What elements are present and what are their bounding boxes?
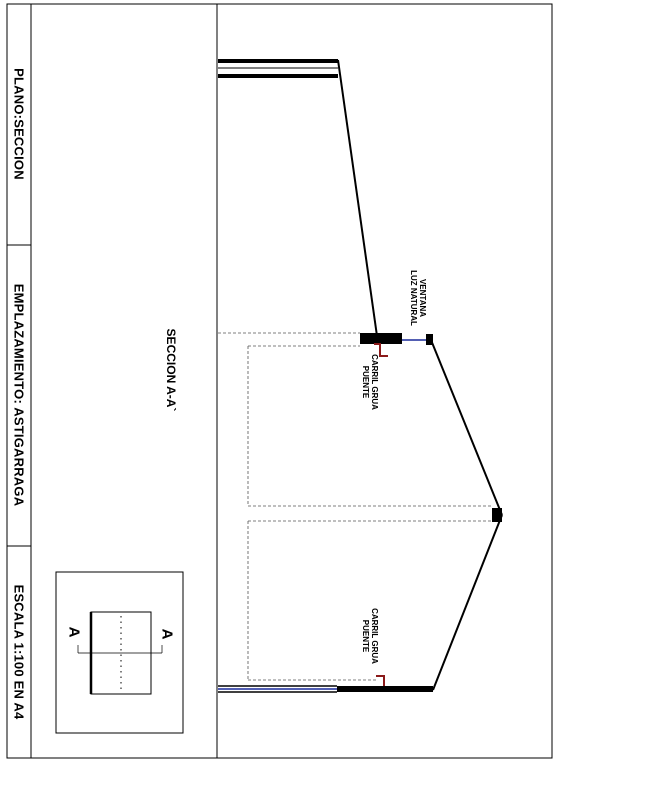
carril-bottom-line-2: PUENTE (361, 619, 370, 653)
carril-grua-top-label: CARRIL GRUA PUENTE (361, 354, 379, 410)
hidden-lines (218, 332, 492, 681)
carril-grua-bottom-label: CARRIL GRUA PUENTE (361, 608, 379, 664)
key-plan-marker-bottom: A (65, 626, 83, 638)
upper-wall-slope (337, 59, 378, 337)
plano-label: PLANO:SECCION (11, 68, 27, 180)
sheet-border (6, 3, 553, 759)
bottom-column-block (337, 686, 433, 692)
ventana-line-1: VENTANA (418, 278, 427, 318)
key-plan-frame (55, 571, 184, 734)
ventana-label: VENTANA LUZ NATURAL (409, 270, 427, 326)
window-post (426, 334, 433, 345)
top-column-block (360, 333, 402, 344)
carril-bottom-line-1: CARRIL GRUA (370, 608, 379, 664)
section-drawing (218, 59, 503, 693)
crane-rail-bottom (376, 675, 385, 686)
key-plan (55, 571, 184, 734)
ventana-line-2: LUZ NATURAL (409, 270, 418, 326)
ridge-block (492, 508, 502, 522)
roof-slope-lower (432, 514, 503, 691)
section-title: SECCION A-A` (164, 328, 178, 412)
key-plan-marker-top: A (158, 628, 176, 640)
roof-slope-upper (430, 339, 503, 516)
emplazamiento-label: EMPLAZAMIENTO: ASTIGARRAGA (11, 283, 27, 507)
crane-rail-top (374, 343, 388, 357)
escala-label: ESCALA 1:100 EN A4 (11, 584, 27, 720)
carril-top-line-2: PUENTE (361, 365, 370, 399)
carril-top-line-1: CARRIL GRUA (370, 354, 379, 410)
